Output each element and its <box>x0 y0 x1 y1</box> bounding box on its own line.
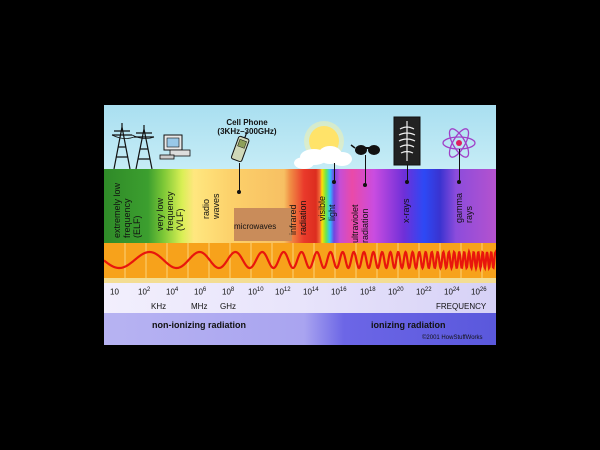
freq-tick-1: 102 <box>138 287 151 297</box>
atom-pointer-dot <box>457 180 461 184</box>
unit-khz: KHz <box>151 302 167 311</box>
frequency-row <box>104 283 496 313</box>
freq-tick-2: 104 <box>166 287 179 297</box>
cell-phone-icon <box>231 132 250 163</box>
sunglasses-pointer-dot <box>363 183 367 187</box>
unit-ghz: GHz <box>220 302 236 311</box>
freq-tick-0: 10 <box>110 287 119 297</box>
freq-tick-13: 1026 <box>471 287 487 297</box>
spectrum-bands <box>104 169 496 243</box>
freq-tick-12: 1024 <box>444 287 460 297</box>
freq-tick-4: 108 <box>222 287 235 297</box>
sun-pointer-dot <box>332 180 336 184</box>
cell-phone-label: Cell Phone (3KHz–300GHz) <box>212 118 282 136</box>
cloud-icon <box>294 146 352 169</box>
non-ionizing-label: non-ionizing radiation <box>152 320 246 330</box>
cell-phone-pointer <box>239 163 240 191</box>
wave-strip-bottom <box>104 278 496 283</box>
xray-film-icon <box>393 116 421 166</box>
freq-tick-10: 1020 <box>388 287 404 297</box>
freq-tick-3: 106 <box>194 287 207 297</box>
ionizing-label: ionizing radiation <box>371 320 446 330</box>
xray-pointer-dot <box>405 180 409 184</box>
sunglasses-icon <box>350 144 380 155</box>
freq-tick-7: 1014 <box>303 287 319 297</box>
freq-tick-9: 1018 <box>360 287 376 297</box>
microwaves-band <box>234 208 292 241</box>
freq-tick-6: 1012 <box>275 287 291 297</box>
sun-pointer <box>334 163 335 181</box>
frequency-label: FREQUENCY <box>436 302 487 311</box>
cell-phone-title: Cell Phone <box>226 118 268 127</box>
freq-tick-5: 1010 <box>248 287 264 297</box>
freq-tick-11: 1022 <box>416 287 432 297</box>
copyright: ©2001 HowStuffWorks <box>422 335 483 341</box>
freq-tick-8: 1016 <box>331 287 347 297</box>
microwaves-label: microwaves <box>234 222 277 231</box>
sunglasses-pointer <box>365 155 366 185</box>
unit-mhz: MHz <box>191 302 208 311</box>
wave-line <box>104 248 496 273</box>
band-label-xrays: x-rays <box>401 198 411 224</box>
xray-pointer <box>407 165 408 181</box>
computer-icon <box>159 134 191 160</box>
cell-phone-range: (3KHz–300GHz) <box>217 127 277 136</box>
atom-pointer <box>459 149 460 181</box>
radiation-row <box>104 313 496 345</box>
wave-gridlines <box>104 243 496 278</box>
icon-layer <box>111 116 476 169</box>
electromagnetic-spectrum-figure: Cell Phone (3KHz–300GHz) microwaves extr… <box>104 105 496 345</box>
cell-phone-pointer-dot <box>237 190 241 194</box>
power-tower-icon <box>111 123 155 169</box>
